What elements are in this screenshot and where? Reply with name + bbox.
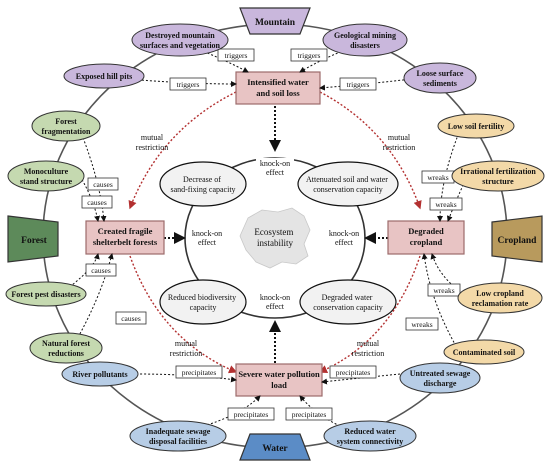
svg-text:precipitates: precipitates	[336, 368, 371, 377]
svg-text:Decrease of sand-fixing: Decrease of sand-fixing capacity	[170, 175, 235, 194]
svg-text:precipitates: precipitates	[234, 410, 269, 419]
mutual-restriction-arc-bottom-right	[318, 255, 421, 373]
center-label: Ecosystem instability	[254, 227, 295, 248]
mutual-restriction-arc-bottom-left	[129, 255, 238, 374]
mutual-restriction-arc-top-left	[128, 91, 237, 210]
node-exposed-hill-pits: Exposed hill pits	[63, 63, 145, 89]
node-forest-pest: Forest pest disasters	[5, 281, 87, 307]
node-contaminated-soil: Contaminated soil	[443, 339, 525, 365]
svg-text:wreaks: wreaks	[427, 173, 448, 182]
node-low-soil-fertility: Low soil fertility	[437, 113, 515, 139]
quadrant-water: Water	[239, 433, 311, 461]
svg-text:precipitates: precipitates	[182, 368, 217, 377]
inner-oval-top-left: Decrease of sand-fixing capacity	[159, 161, 247, 207]
svg-text:triggers: triggers	[347, 80, 370, 89]
node-river-pollutants: River pollutants	[61, 361, 139, 387]
svg-text:Low soil fertility: Low soil fertility	[448, 122, 504, 131]
svg-text:Water: Water	[262, 444, 288, 454]
svg-text:triggers: triggers	[177, 80, 200, 89]
svg-text:precipitates: precipitates	[292, 410, 327, 419]
svg-text:wreaks: wreaks	[433, 286, 454, 295]
svg-text:Attenuated soil and water: Attenuated soil and water conservation c…	[306, 175, 390, 194]
relation-labels: triggers triggers triggers triggers caus…	[81, 48, 463, 421]
inner-oval-top-right: Attenuated soil and water conservation c…	[297, 161, 399, 207]
svg-text:River pollutants: River pollutants	[72, 370, 127, 379]
inner-oval-bottom-left: Reduced biodiversity capacity	[159, 279, 247, 325]
svg-text:wreaks: wreaks	[435, 200, 456, 209]
svg-text:triggers: triggers	[298, 51, 321, 60]
svg-text:Exposed hill pits: Exposed hill pits	[76, 72, 132, 81]
svg-text:causes: causes	[121, 314, 141, 323]
svg-text:Forest pest disasters: Forest pest disasters	[11, 290, 80, 299]
svg-text:Reduced biodiversity cap: Reduced biodiversity capacity	[168, 293, 238, 312]
svg-text:Cropland: Cropland	[498, 236, 538, 246]
svg-text:Mountain: Mountain	[255, 18, 296, 28]
svg-text:wreaks: wreaks	[411, 320, 432, 329]
svg-text:Contaminated soil: Contaminated soil	[453, 348, 516, 357]
svg-text:causes: causes	[93, 180, 113, 189]
quadrant-forest: Forest	[7, 215, 59, 263]
svg-text:causes: causes	[87, 198, 107, 207]
quadrant-mountain: Mountain	[239, 7, 311, 35]
svg-text:causes: causes	[91, 266, 111, 275]
svg-text:Forest: Forest	[21, 236, 48, 246]
region-map-icon	[239, 207, 311, 269]
inner-oval-bottom-right: Degraded water conservation capacity	[299, 279, 397, 325]
svg-text:triggers: triggers	[225, 51, 248, 60]
quadrant-cropland: Cropland	[491, 215, 543, 263]
svg-text:Degraded water conservat: Degraded water conservation capacity	[313, 293, 383, 312]
